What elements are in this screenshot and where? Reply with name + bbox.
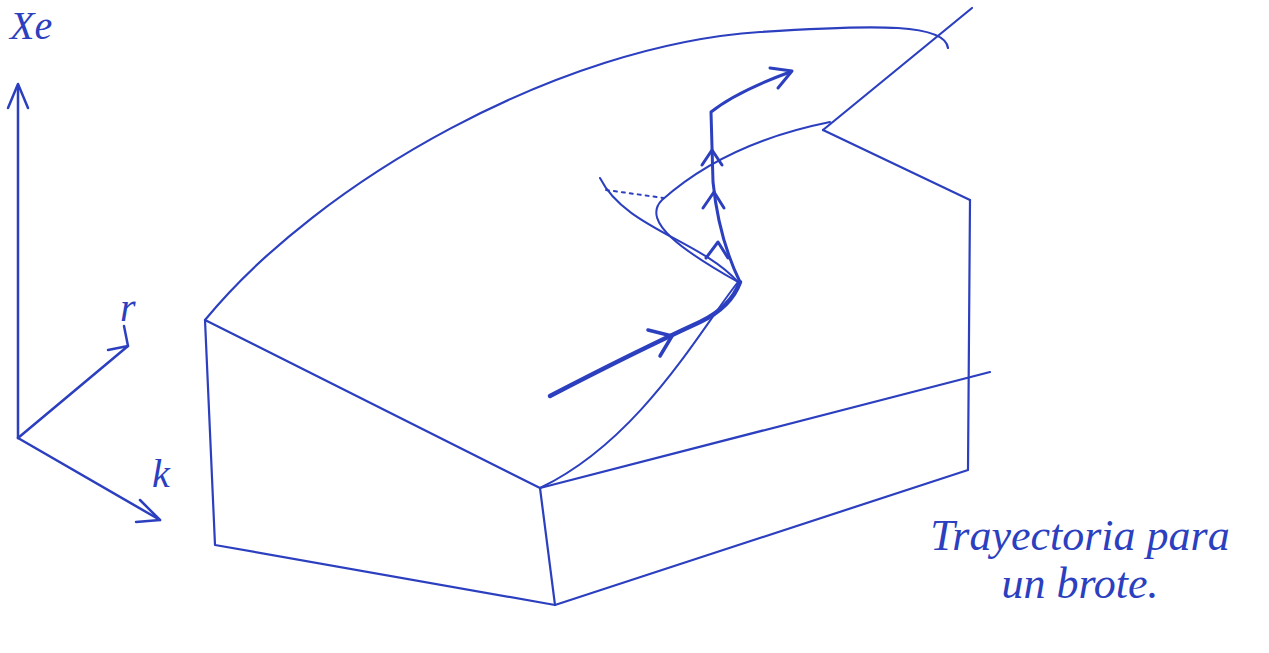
box-side (555, 200, 970, 605)
surface-outline (205, 27, 948, 320)
axis-label: Xe (10, 4, 52, 48)
trajectory-arrowhead (702, 150, 722, 165)
block (205, 8, 990, 605)
hidden-line (606, 190, 664, 198)
axis-label: r (120, 286, 136, 330)
fold (540, 122, 830, 488)
axis-arrowhead (136, 500, 160, 522)
box-edge (823, 130, 970, 200)
trajectory-path (550, 282, 740, 396)
r-axis (18, 346, 128, 438)
axis-label: k (152, 452, 170, 496)
axis-arrowhead (8, 84, 28, 108)
trajectory-arrowhead (770, 68, 792, 88)
box-edge (540, 372, 990, 488)
fold-curve (656, 122, 830, 282)
k-axis (18, 438, 160, 520)
trajectory-arrowhead (706, 242, 728, 258)
axes (8, 84, 160, 522)
surface-edge (823, 8, 972, 130)
trajectory-arrowhead (648, 330, 672, 356)
box-front (205, 320, 555, 605)
trajectory (550, 68, 792, 396)
trajectory-arrowhead (703, 192, 724, 208)
xe-axis (17, 86, 20, 438)
note-text: Trayectoria para un brote. (930, 512, 1230, 609)
